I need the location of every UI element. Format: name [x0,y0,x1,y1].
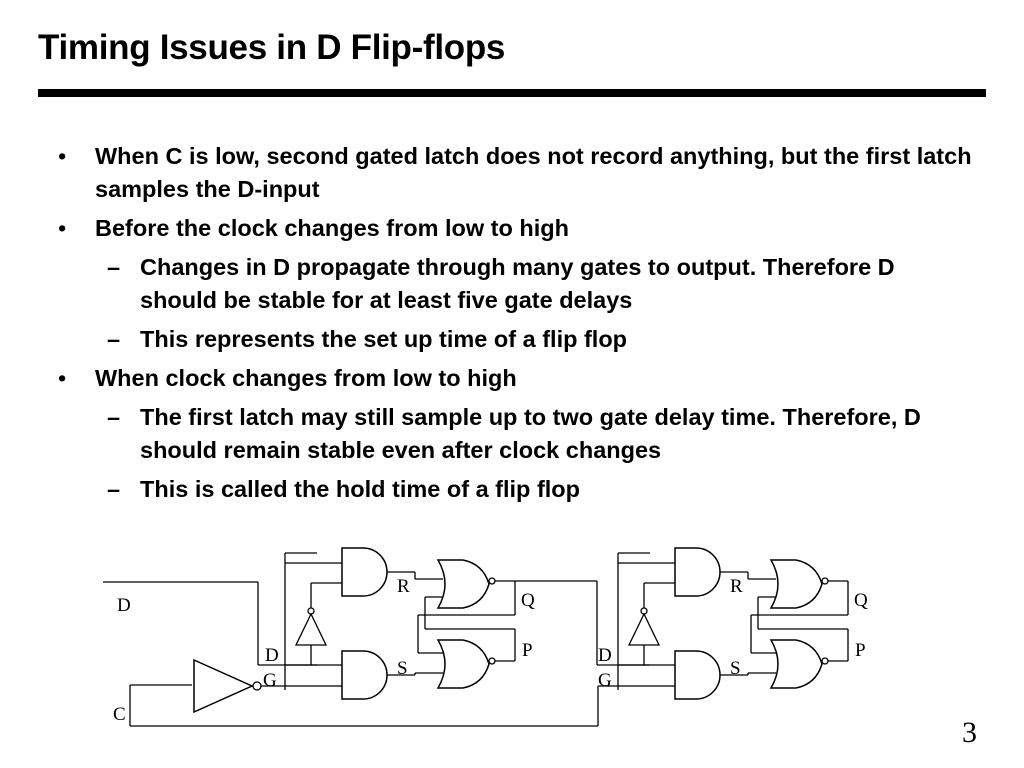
latch1-p-label: P [522,640,533,661]
bullet-text: This is called the hold time of a flip f… [140,476,581,502]
slide-title: Timing Issues in D Flip-flops [38,28,506,67]
bullet-text: The first latch may still sample up to t… [140,404,921,463]
bullet-marker: • [58,365,67,391]
gated-latch-1 [284,547,516,700]
latch1-q-label: Q [521,590,535,611]
sub-bullet-item: –The first latch may still sample up to … [0,401,960,467]
sub-bullet-item: –This represents the set up time of a fl… [0,323,960,356]
bullet-text: When clock changes from low to high [95,365,517,391]
sub-bullet-item: –Changes in D propagate through many gat… [0,251,960,317]
latch1-d-label: D [265,645,279,666]
latch1-r-label: R [397,576,410,597]
sub-bullet-item: –This is called the hold time of a flip … [0,473,960,506]
latch1-g-label: G [263,670,277,691]
bullet-text: This represents the set up time of a fli… [140,326,628,352]
input-c-label: C [113,704,126,725]
latch1-s-label: S [397,658,408,679]
bullet-item: • Before the clock changes from low to hi… [0,212,975,245]
latch2-q-label: Q [854,590,868,611]
bullet-item: • When clock changes from low to high [0,362,975,395]
bullet-item: • When C is low, second gated latch does … [0,140,975,206]
dash-marker: – [107,326,121,352]
latch2-p-label: P [855,640,866,661]
latch2-s-label: S [730,658,741,679]
bullet-list: • When C is low, second gated latch does … [0,140,1024,506]
latch2-r-label: R [730,576,743,597]
input-d-label: D [117,595,131,616]
gated-latch-2 [617,547,849,700]
latch2-d-label: D [598,645,612,666]
bullet-text: Changes in D propagate through many gate… [140,254,895,313]
bullet-text: When C is low, second gated latch does n… [95,143,972,202]
bullet-marker: • [58,215,67,241]
page-number: 3 [962,716,977,749]
dash-marker: – [107,476,121,502]
bullet-marker: • [58,143,67,169]
latch2-g-label: G [598,670,612,691]
dash-marker: – [107,254,121,280]
title-divider [38,89,986,97]
dash-marker: – [107,404,121,430]
bullet-text: Before the clock changes from low to hig… [95,215,569,241]
flip-flop-circuit-diagram: D C [103,547,868,727]
